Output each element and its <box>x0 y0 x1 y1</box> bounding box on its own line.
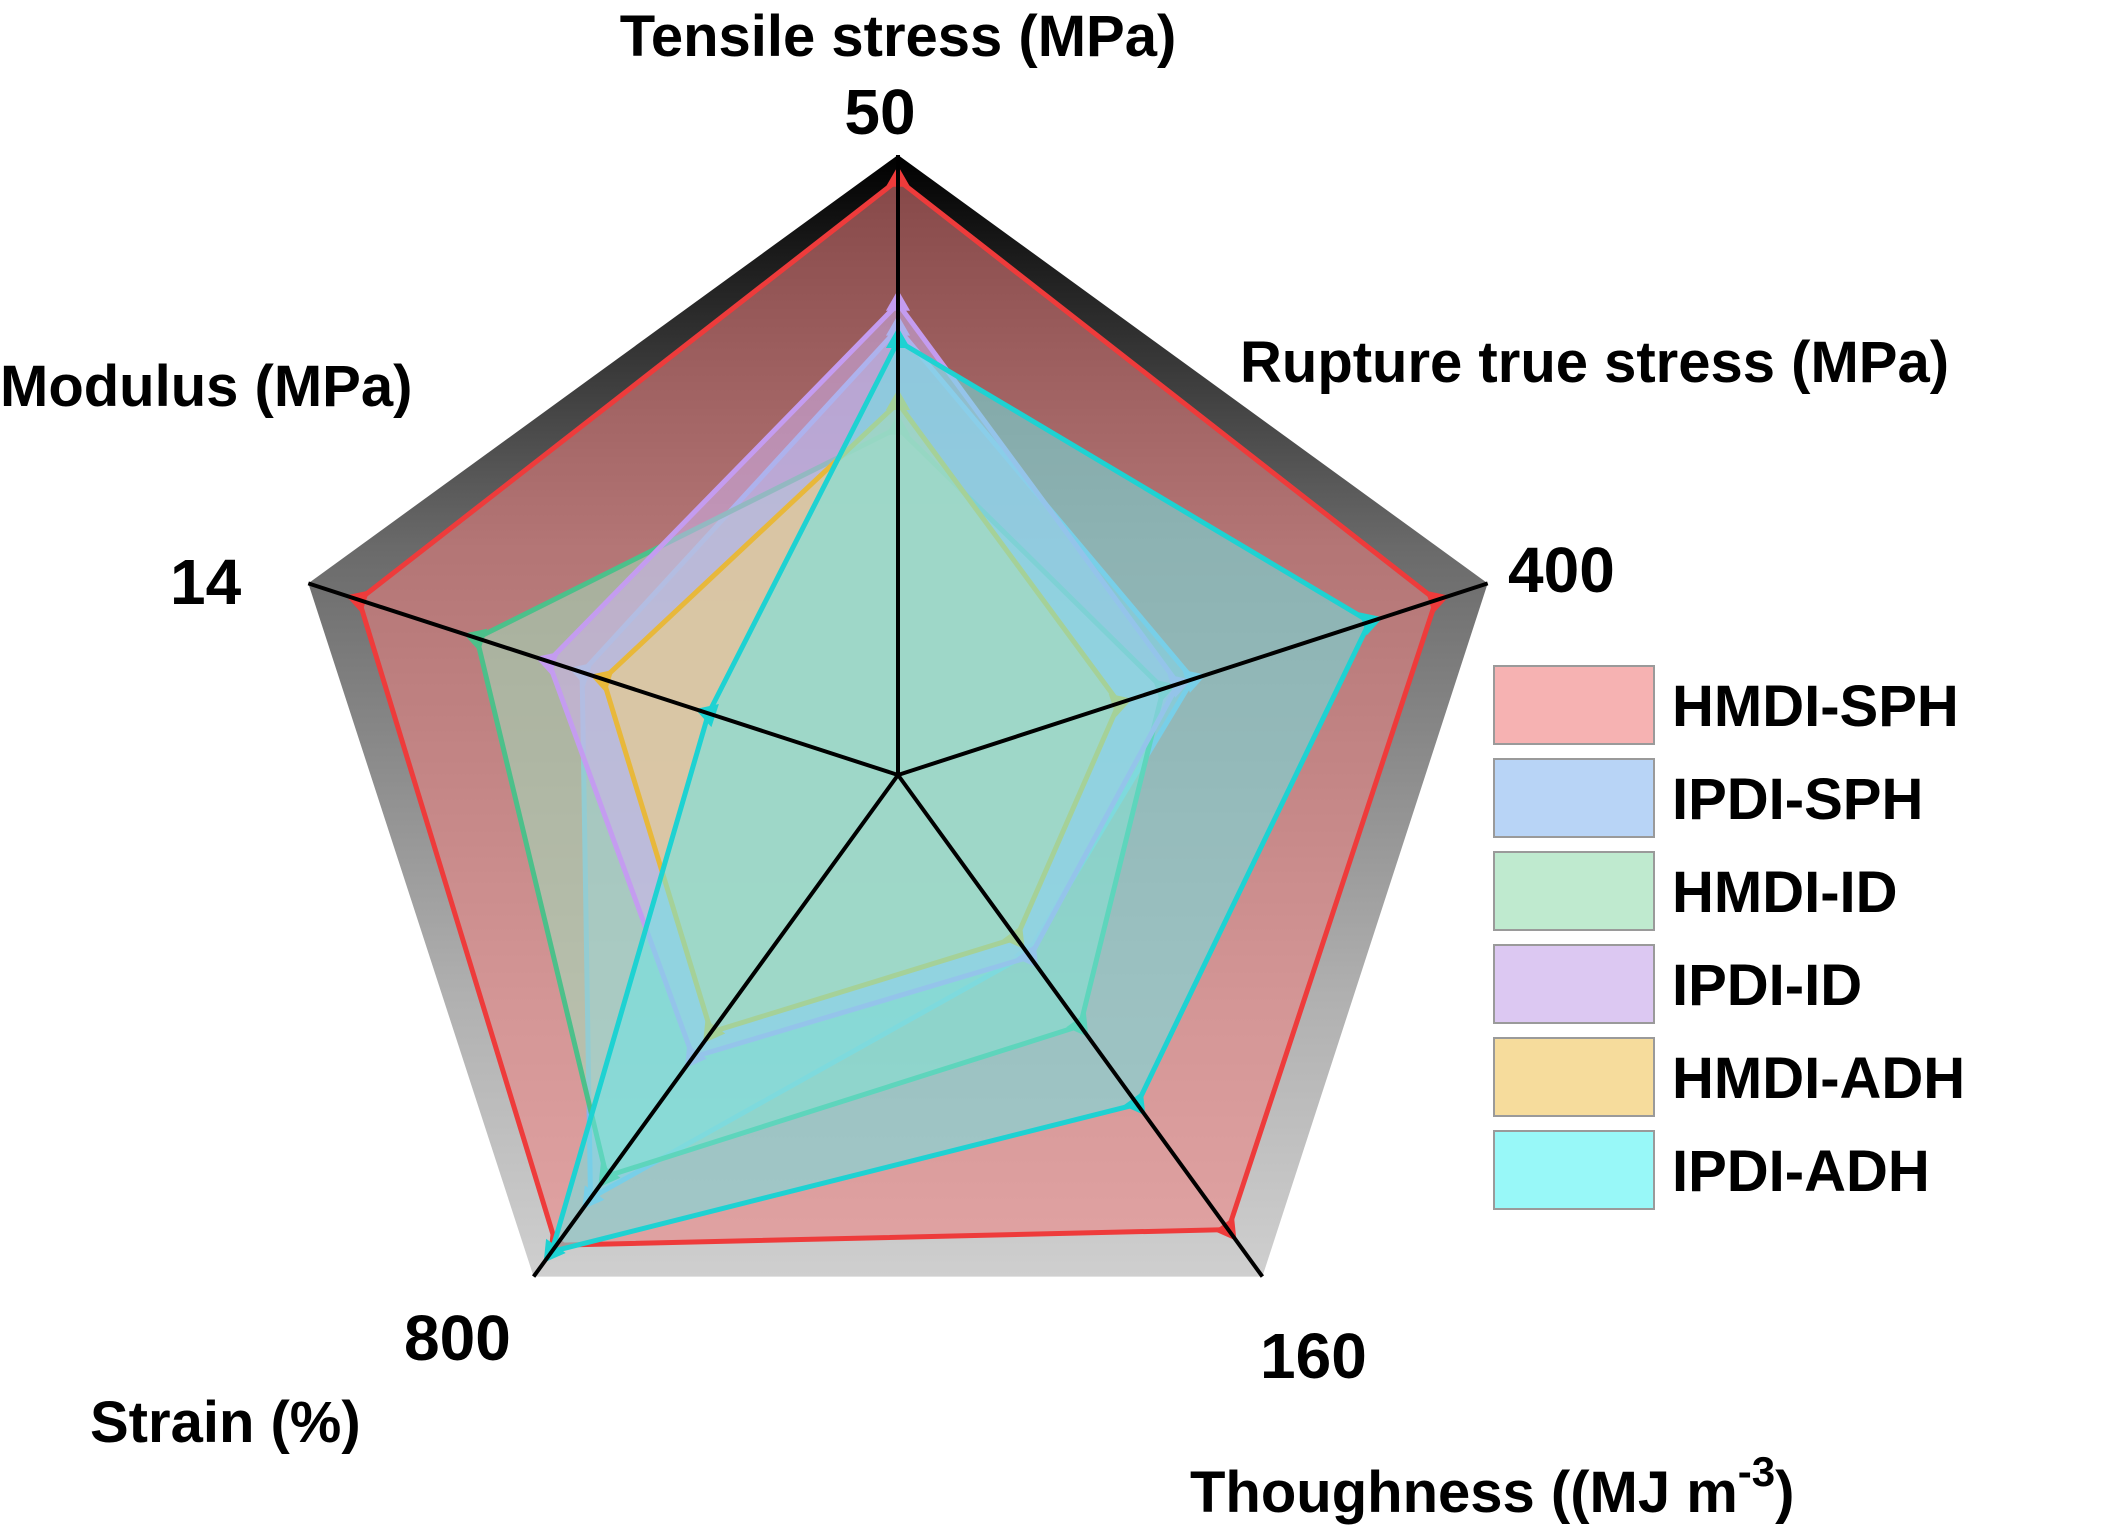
axis-title-tensile-stress: Tensile stress (MPa) <box>620 4 1177 69</box>
legend-swatch-hmdi-id <box>1493 851 1655 931</box>
legend-swatch-hmdi-sph <box>1493 665 1655 745</box>
axis-max-strain: 800 <box>404 1302 511 1374</box>
legend-label-ipdi-sph: IPDI-SPH <box>1672 767 1923 832</box>
legend-swatch-ipdi-sph <box>1493 758 1655 838</box>
legend-swatch-ipdi-adh <box>1493 1130 1655 1210</box>
axis-title-modulus: Modulus (MPa) <box>0 354 412 419</box>
axis-title-thoughness-sup: -3 <box>1738 1448 1775 1495</box>
axis-spoke-4 <box>307 581 899 777</box>
axis-spoke-1 <box>897 581 1489 777</box>
axis-title-rupture-true-stress: Rupture true stress (MPa) <box>1240 330 1949 395</box>
axis-max-thoughness: 160 <box>1260 1320 1367 1392</box>
legend-label-hmdi-id: HMDI-ID <box>1672 860 1898 925</box>
axis-spoke-2 <box>896 773 1265 1278</box>
axis-title-thoughness-end: ) <box>1775 1460 1794 1525</box>
axis-spoke-3 <box>531 773 900 1278</box>
legend-swatch-ipdi-id <box>1493 944 1655 1024</box>
axes-layer <box>307 155 1489 1278</box>
legend-label-hmdi-sph: HMDI-SPH <box>1672 674 1959 739</box>
axis-max-modulus: 14 <box>170 546 242 618</box>
legend-label-hmdi-adh: HMDI-ADH <box>1672 1046 1965 1111</box>
legend-label-ipdi-adh: IPDI-ADH <box>1672 1139 1930 1204</box>
axis-max-tensile-stress: 50 <box>844 76 915 148</box>
legend-swatch-hmdi-adh <box>1493 1037 1655 1117</box>
axis-title-thoughness: Thoughness ((MJ m-3) <box>1190 1448 1794 1525</box>
axis-title-thoughness-main: Thoughness ((MJ m <box>1190 1460 1738 1525</box>
series-area-ipdi-adh <box>548 337 1373 1255</box>
legend: HMDI-SPH IPDI-SPH HMDI-ID IPDI-ID HMDI-ADH IP… <box>1493 665 1965 1210</box>
axis-max-rupture-true-stress: 400 <box>1508 534 1615 606</box>
legend-label-ipdi-id: IPDI-ID <box>1672 953 1862 1018</box>
axis-title-strain: Strain (%) <box>90 1390 361 1455</box>
